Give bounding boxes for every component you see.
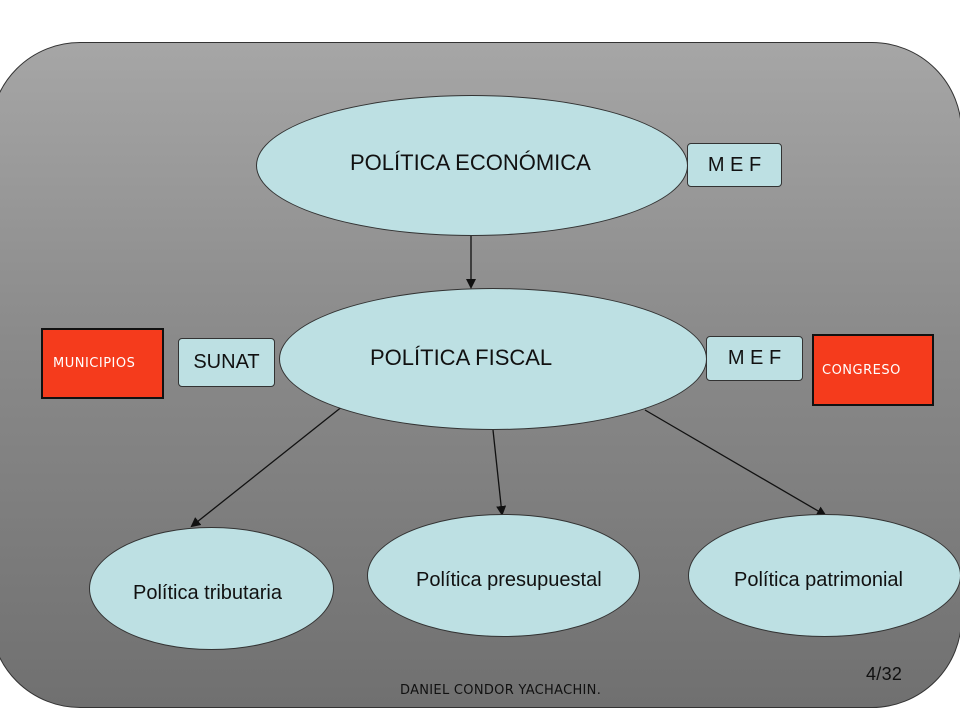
municipios-box: MUNICIPIOS <box>41 328 164 399</box>
node-politica-tributaria-label: Política tributaria <box>133 582 282 604</box>
arrow-fiscal-to-patrimonial <box>644 409 827 517</box>
congreso-box: CONGRESO <box>812 334 934 406</box>
mef-right-label: M E F <box>727 347 782 369</box>
congreso-label: CONGRESO <box>822 363 901 378</box>
node-politica-tributaria <box>89 527 334 650</box>
page-number: 4/32 <box>866 664 903 684</box>
sunat-label: SUNAT <box>193 351 260 373</box>
municipios-label: MUNICIPIOS <box>53 356 136 371</box>
mef-right-box: M E F <box>706 336 803 381</box>
mef-top-box: M E F <box>687 143 782 187</box>
arrow-fiscal-to-presupuestal <box>492 429 507 516</box>
mef-top-label: M E F <box>707 153 762 176</box>
arrow-fiscal-to-tributaria <box>190 397 354 528</box>
node-politica-fiscal <box>279 288 707 430</box>
footer-author: DANIEL CONDOR YACHACHIN. <box>400 683 602 698</box>
node-politica-patrimonial-label: Política patrimonial <box>734 569 903 591</box>
node-politica-economica-label: POLÍTICA ECONÓMICA <box>350 150 591 175</box>
node-politica-presupuestal-label: Política presupuestal <box>416 569 602 591</box>
sunat-box: SUNAT <box>178 338 275 387</box>
node-politica-presupuestal <box>367 514 640 637</box>
node-politica-patrimonial <box>688 514 960 637</box>
node-politica-fiscal-label: POLÍTICA FISCAL <box>370 345 553 370</box>
